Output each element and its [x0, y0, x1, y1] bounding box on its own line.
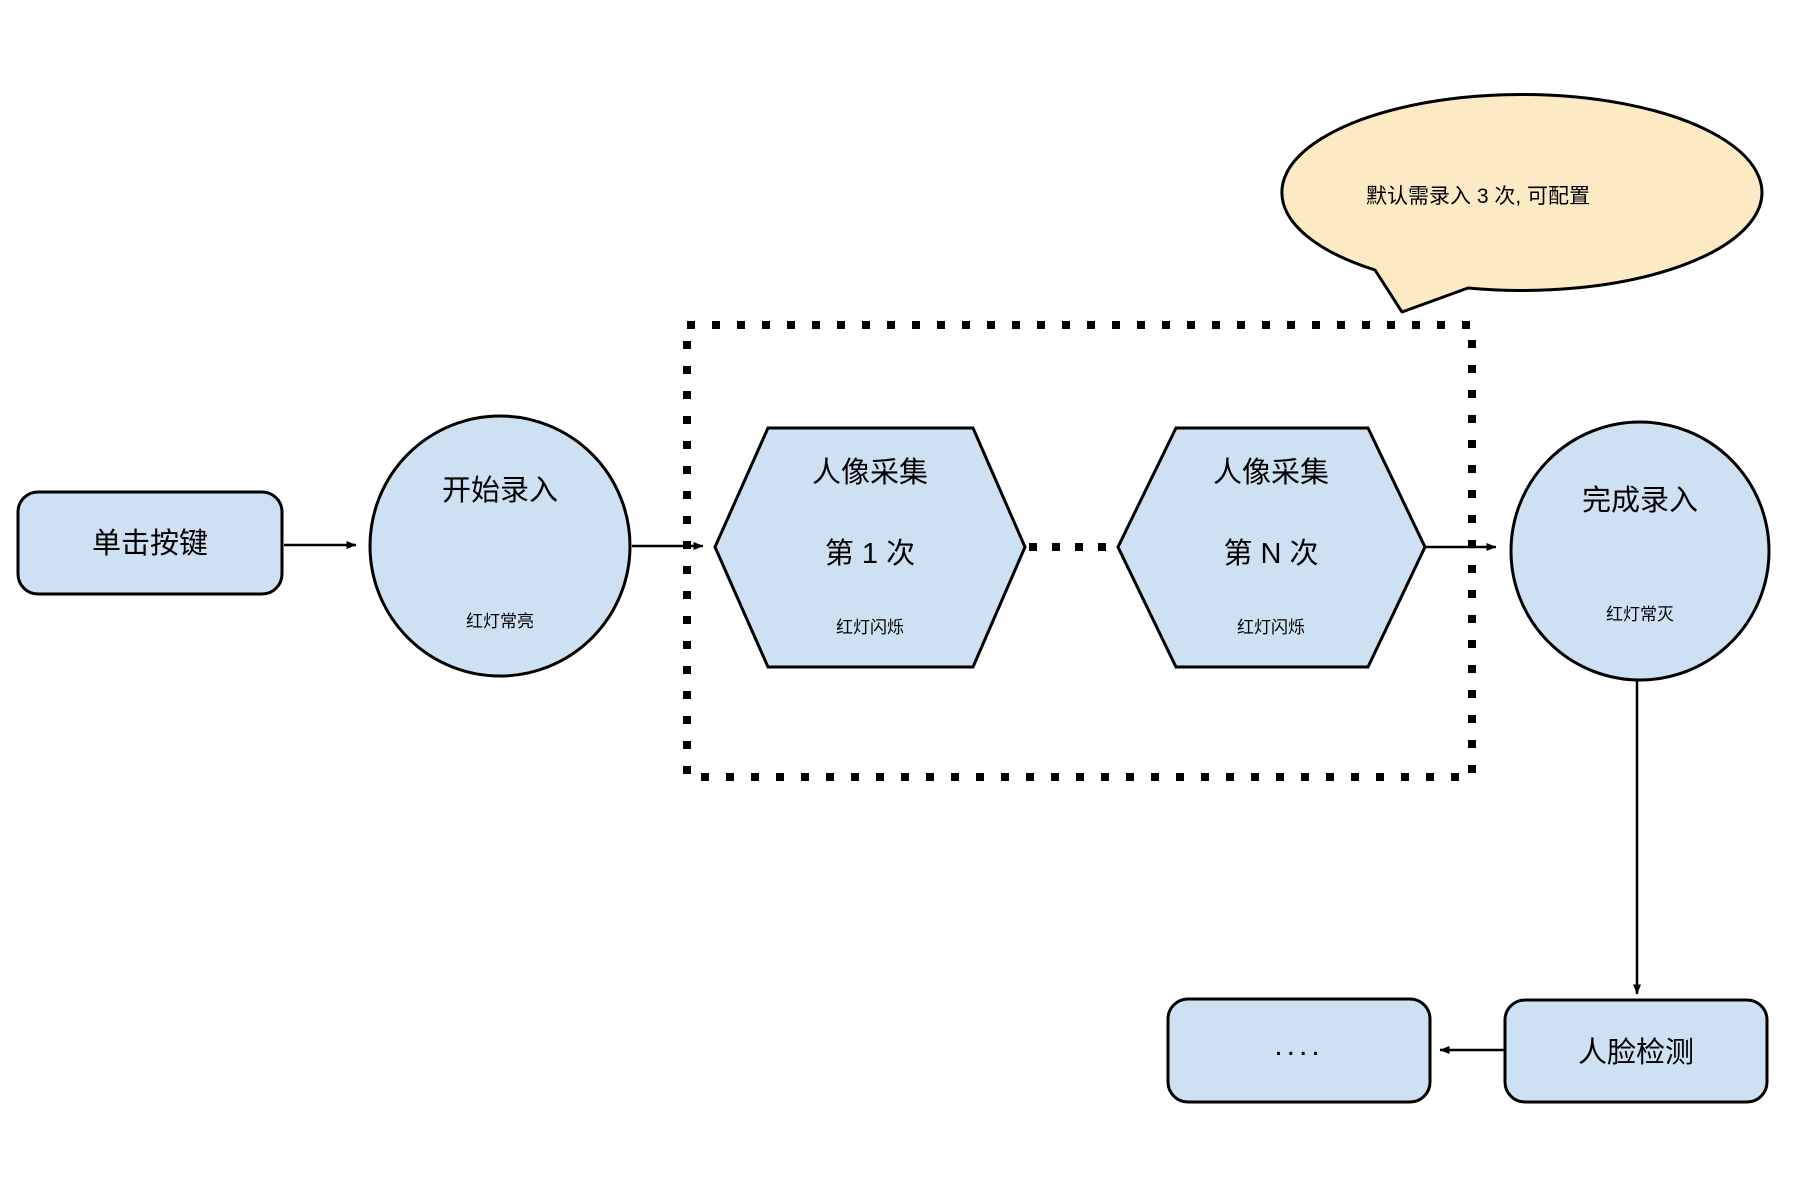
capture-first-node [713, 426, 1027, 669]
finish-record-status: 红灯常灭 [1606, 605, 1674, 624]
face-detect-node [1503, 998, 1769, 1104]
capture-first-status: 红灯闪烁 [836, 618, 904, 637]
start-record-node [368, 414, 632, 678]
capture-group-dotted-border [683, 321, 1476, 781]
capture-nth-title: 人像采集 [1213, 456, 1329, 489]
callout-text: 默认需录入 3 次, 可配置 [1366, 185, 1590, 208]
face-detect-label: 人脸检测 [1578, 1036, 1694, 1069]
capture-first-title: 人像采集 [812, 456, 928, 489]
capture-first-count: 第 1 次 [825, 537, 915, 570]
more-steps-node [1166, 997, 1432, 1104]
start-record-title: 开始录入 [442, 474, 558, 507]
capture-nth-node [1116, 426, 1427, 669]
capture-nth-status: 红灯闪烁 [1237, 618, 1305, 637]
capture-nth-count: 第 N 次 [1223, 537, 1318, 570]
start-button-node [16, 490, 284, 596]
more-steps-label: .... [1274, 1029, 1323, 1062]
start-button-label: 单击按键 [92, 527, 208, 560]
finish-record-node [1509, 420, 1771, 682]
callout-bubble [1280, 93, 1764, 314]
finish-record-title: 完成录入 [1582, 484, 1698, 517]
start-record-status: 红灯常亮 [466, 612, 534, 631]
